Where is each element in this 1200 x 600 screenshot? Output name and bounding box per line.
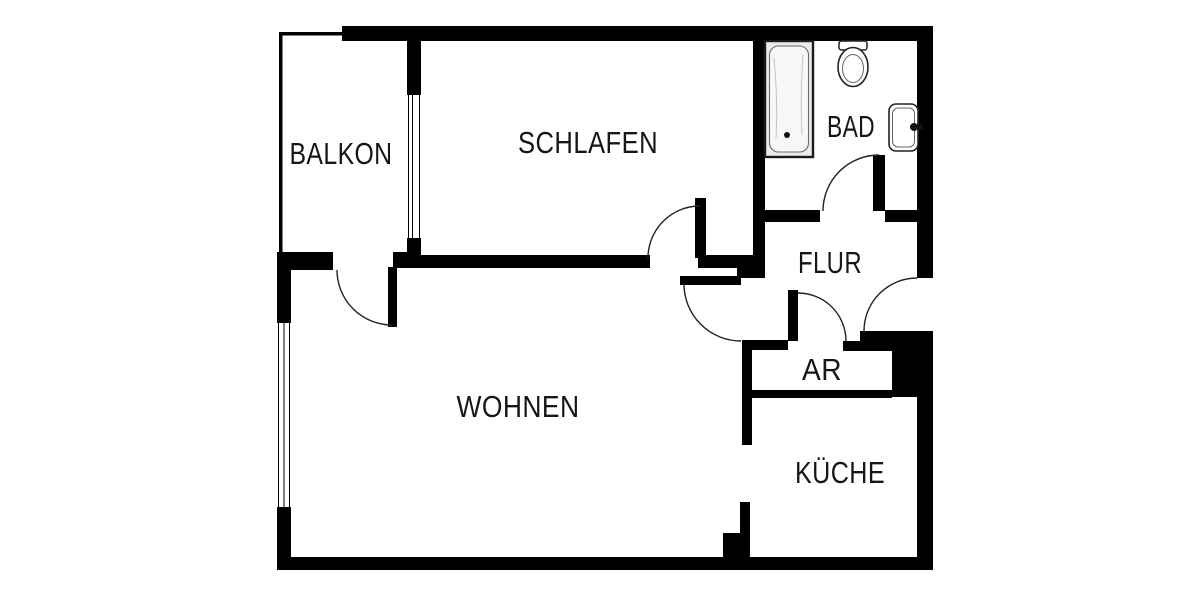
door-panel-bedroom: [695, 198, 706, 258]
toilet-icon: [837, 40, 869, 88]
door-arc-living-room: [683, 283, 742, 342]
wall-hall-corner-block: [737, 255, 765, 278]
door-arc-entrance: [863, 277, 918, 332]
room-label-bad: BAD: [827, 109, 875, 144]
wall-storage-top-right: [843, 341, 917, 351]
door-arc-bath: [822, 154, 880, 212]
room-label-ar: AR: [802, 352, 842, 387]
wall-storage-bottom: [752, 390, 892, 398]
wall-balcony-bottom: [277, 252, 333, 270]
room-label-wohnen: WOHNEN: [457, 389, 580, 424]
wall-top: [342, 26, 933, 41]
wall-storage-right-block: [892, 341, 933, 397]
door-panel-storage: [788, 290, 798, 341]
room-label-schlafen: SCHLAFEN: [518, 125, 658, 160]
room-label-flur: FLUR: [798, 245, 862, 280]
door-arc-balcony: [336, 269, 393, 326]
wall-storage-top-left: [742, 340, 788, 350]
window-balcony-divider: [407, 95, 421, 238]
wall-bath-bottom-left: [753, 210, 820, 222]
door-panel-balcony: [388, 267, 397, 327]
door-panel-living-room: [680, 276, 741, 285]
door-panel-bath: [873, 155, 885, 211]
wall-right-upper: [917, 26, 933, 278]
balcony-railing-top: [279, 32, 342, 36]
wall-bedroom-bottom-left: [393, 255, 650, 268]
wall-kitchen-left-foot: [723, 533, 748, 558]
wall-bath-bottom-right: [885, 210, 933, 222]
wall-balcony-divider-upper: [407, 40, 421, 95]
wall-bottom: [277, 557, 933, 570]
sink-icon: [888, 103, 923, 152]
door-arc-storage: [797, 292, 847, 342]
room-label-balkon: BALKON: [290, 136, 393, 171]
room-label-kueche: KÜCHE: [795, 455, 885, 490]
door-panel-entrance: [860, 331, 917, 341]
window-living-room: [277, 323, 291, 507]
wall-kitchen-left-lower: [740, 502, 750, 558]
wall-left-lower-block: [277, 507, 291, 567]
balcony-railing-left: [279, 32, 283, 252]
wall-bath-left: [753, 40, 765, 258]
door-arc-bedroom: [647, 205, 701, 259]
bathtub-icon: [763, 39, 815, 159]
wall-storage-kitchen-left: [742, 340, 752, 445]
